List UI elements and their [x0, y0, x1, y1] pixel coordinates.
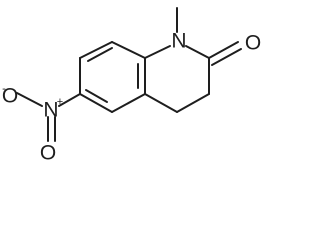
- atom-nitro-nitrogen: N: [43, 99, 58, 122]
- bond-inner-double-top: [87, 47, 113, 62]
- bond-c4a-c8a: [111, 41, 146, 59]
- bond-c6-nitro-n: [58, 93, 81, 107]
- bond-c8a-c8: [79, 41, 113, 59]
- charge-nitro-nitrogen: +: [57, 96, 63, 108]
- bond-c2-o-double-a: [208, 41, 239, 59]
- atom-ring-nitrogen: N: [171, 30, 186, 53]
- atom-nitro-oxygen-bottom: O: [40, 142, 56, 165]
- bond-c3-c4: [176, 93, 210, 113]
- charge-nitro-oxygen-top: -: [2, 83, 6, 95]
- bond-n1-c2: [185, 45, 210, 59]
- atom-nitro-oxygen-top: O: [2, 85, 18, 108]
- bond-nitro-n-o-top: [16, 92, 43, 107]
- bond-c7-c6: [79, 93, 113, 113]
- bond-c8a-n1: [144, 45, 171, 59]
- chemical-structure: N O N + O - O: [2, 7, 261, 165]
- bond-c2-o-double-b: [211, 48, 242, 66]
- molecule-diagram: N O N + O - O: [1, 7, 262, 165]
- atom-carbonyl-oxygen: O: [245, 32, 261, 55]
- bond-inner-double-left: [85, 89, 108, 103]
- bond-c4-c4a: [144, 93, 178, 113]
- bond-c6-c5: [111, 93, 146, 113]
